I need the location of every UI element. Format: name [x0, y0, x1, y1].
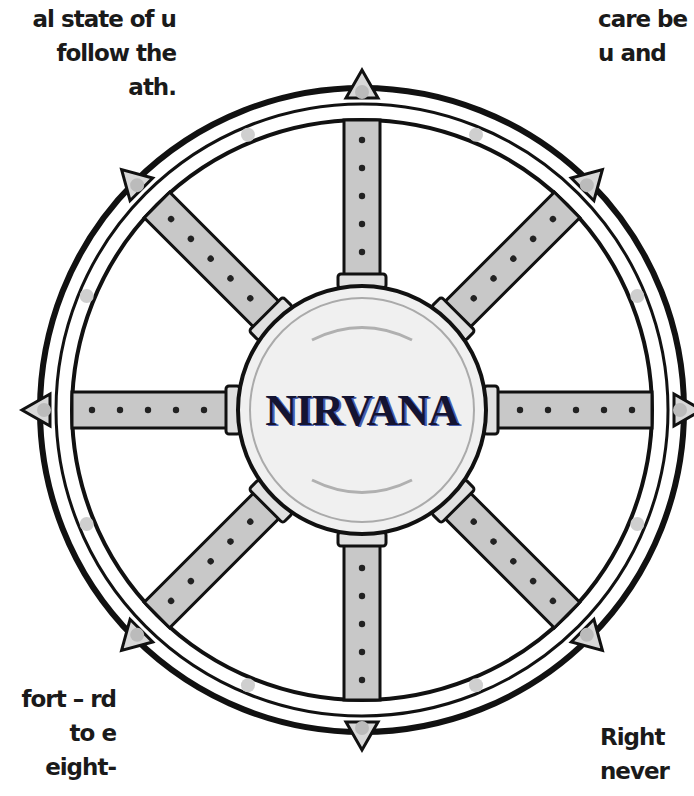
rim-knob [110, 158, 152, 200]
spoke-dot [359, 221, 365, 227]
spoke-dot [469, 517, 478, 526]
outer-rim [40, 88, 684, 732]
spoke-bar [484, 392, 652, 428]
rim-knob [571, 619, 613, 661]
spoke [431, 479, 619, 667]
spoke-dot [629, 407, 635, 413]
spoke-dot [167, 215, 176, 224]
rim-dot [241, 128, 255, 142]
spoke [431, 153, 619, 341]
rim-dot [630, 517, 644, 531]
spoke-dot [489, 274, 498, 283]
text-fragment: fort – rd to e eight- [4, 682, 118, 784]
hub-node: NIRVANA [257, 380, 467, 441]
rim-knob-dot [577, 625, 597, 645]
text-fragment: care be u and [596, 2, 690, 70]
rim-dot [80, 517, 94, 531]
text-fragment: al state of u follow the ath. [4, 2, 178, 104]
rim-dot [241, 678, 255, 692]
spoke-bar [72, 392, 240, 428]
spoke-dot [359, 677, 365, 683]
rim-dot [80, 289, 94, 303]
spoke [105, 153, 293, 341]
spoke-dot [201, 407, 207, 413]
rim-dot [469, 128, 483, 142]
rim-dot [469, 678, 483, 692]
rim-knob-dot [127, 625, 147, 645]
spoke-dot [548, 596, 557, 605]
spoke-dot [206, 254, 215, 263]
spoke-dot [359, 137, 365, 143]
rim-knob-dot [37, 403, 51, 417]
spoke-dot [489, 537, 498, 546]
rim-knob [110, 619, 152, 661]
spoke-dot [173, 407, 179, 413]
spoke-dot [359, 649, 365, 655]
spoke-dot [186, 577, 195, 586]
spoke-dot [359, 593, 365, 599]
spoke-dot [226, 274, 235, 283]
spoke-bar [344, 120, 380, 288]
rim-knob [571, 158, 613, 200]
spoke-dot [548, 215, 557, 224]
rim-knob [22, 394, 50, 426]
text-fragment: Right never [598, 720, 692, 788]
spoke-dot [573, 407, 579, 413]
spoke-dot [186, 234, 195, 243]
rim-knob-dot [355, 721, 369, 735]
spoke-dot [359, 193, 365, 199]
spoke-dot [529, 577, 538, 586]
spoke [338, 532, 386, 750]
rim-dot [630, 289, 644, 303]
spoke-dot [226, 537, 235, 546]
spoke-bar [344, 532, 380, 700]
spoke [338, 70, 386, 288]
rim-line [56, 104, 668, 716]
spoke [22, 386, 240, 434]
hub-ring [250, 298, 474, 522]
spoke-dot [529, 234, 538, 243]
inner-rim [72, 120, 652, 700]
rim-knob-dot [127, 175, 147, 195]
hub-title: NIRVANA [265, 385, 459, 436]
rim-knob [346, 70, 378, 98]
spoke [105, 479, 293, 667]
spoke-dot [545, 407, 551, 413]
spoke-dot [509, 254, 518, 263]
spoke-dot [246, 517, 255, 526]
spoke [484, 386, 694, 434]
spoke-dot [359, 621, 365, 627]
rim-knob-dot [673, 403, 687, 417]
spoke-dot [359, 249, 365, 255]
spoke-dot [117, 407, 123, 413]
spoke-dot [509, 557, 518, 566]
rim-knob-dot [577, 175, 597, 195]
spoke-dot [246, 294, 255, 303]
spoke-dot [517, 407, 523, 413]
spoke-dot [469, 294, 478, 303]
hub-swirl [312, 480, 412, 493]
spoke-dot [89, 407, 95, 413]
spoke-dot [167, 596, 176, 605]
hub [238, 286, 486, 534]
spoke-dot [145, 407, 151, 413]
spoke-dot [601, 407, 607, 413]
hub-swirl [312, 328, 412, 341]
rim-knob-dot [355, 85, 369, 99]
rim-knob [674, 394, 694, 426]
rim-knob [346, 722, 378, 750]
spoke-dot [359, 565, 365, 571]
spoke-dot [206, 557, 215, 566]
spoke-dot [359, 165, 365, 171]
